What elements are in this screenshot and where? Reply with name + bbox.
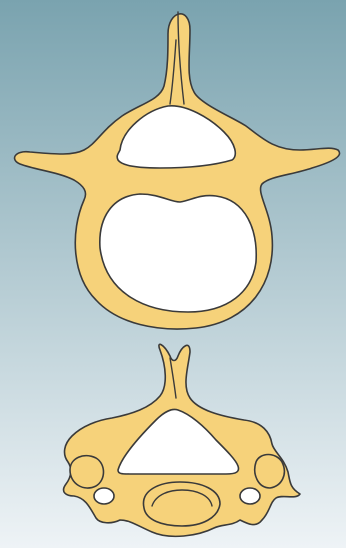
- lower-transverse-foramen-left: [94, 488, 114, 504]
- lower-transverse-foramen-right: [240, 488, 260, 504]
- lower-articular-facet-left: [70, 456, 104, 488]
- lower-vertebral-body: [143, 482, 220, 526]
- lower-articular-facet-right: [255, 455, 285, 489]
